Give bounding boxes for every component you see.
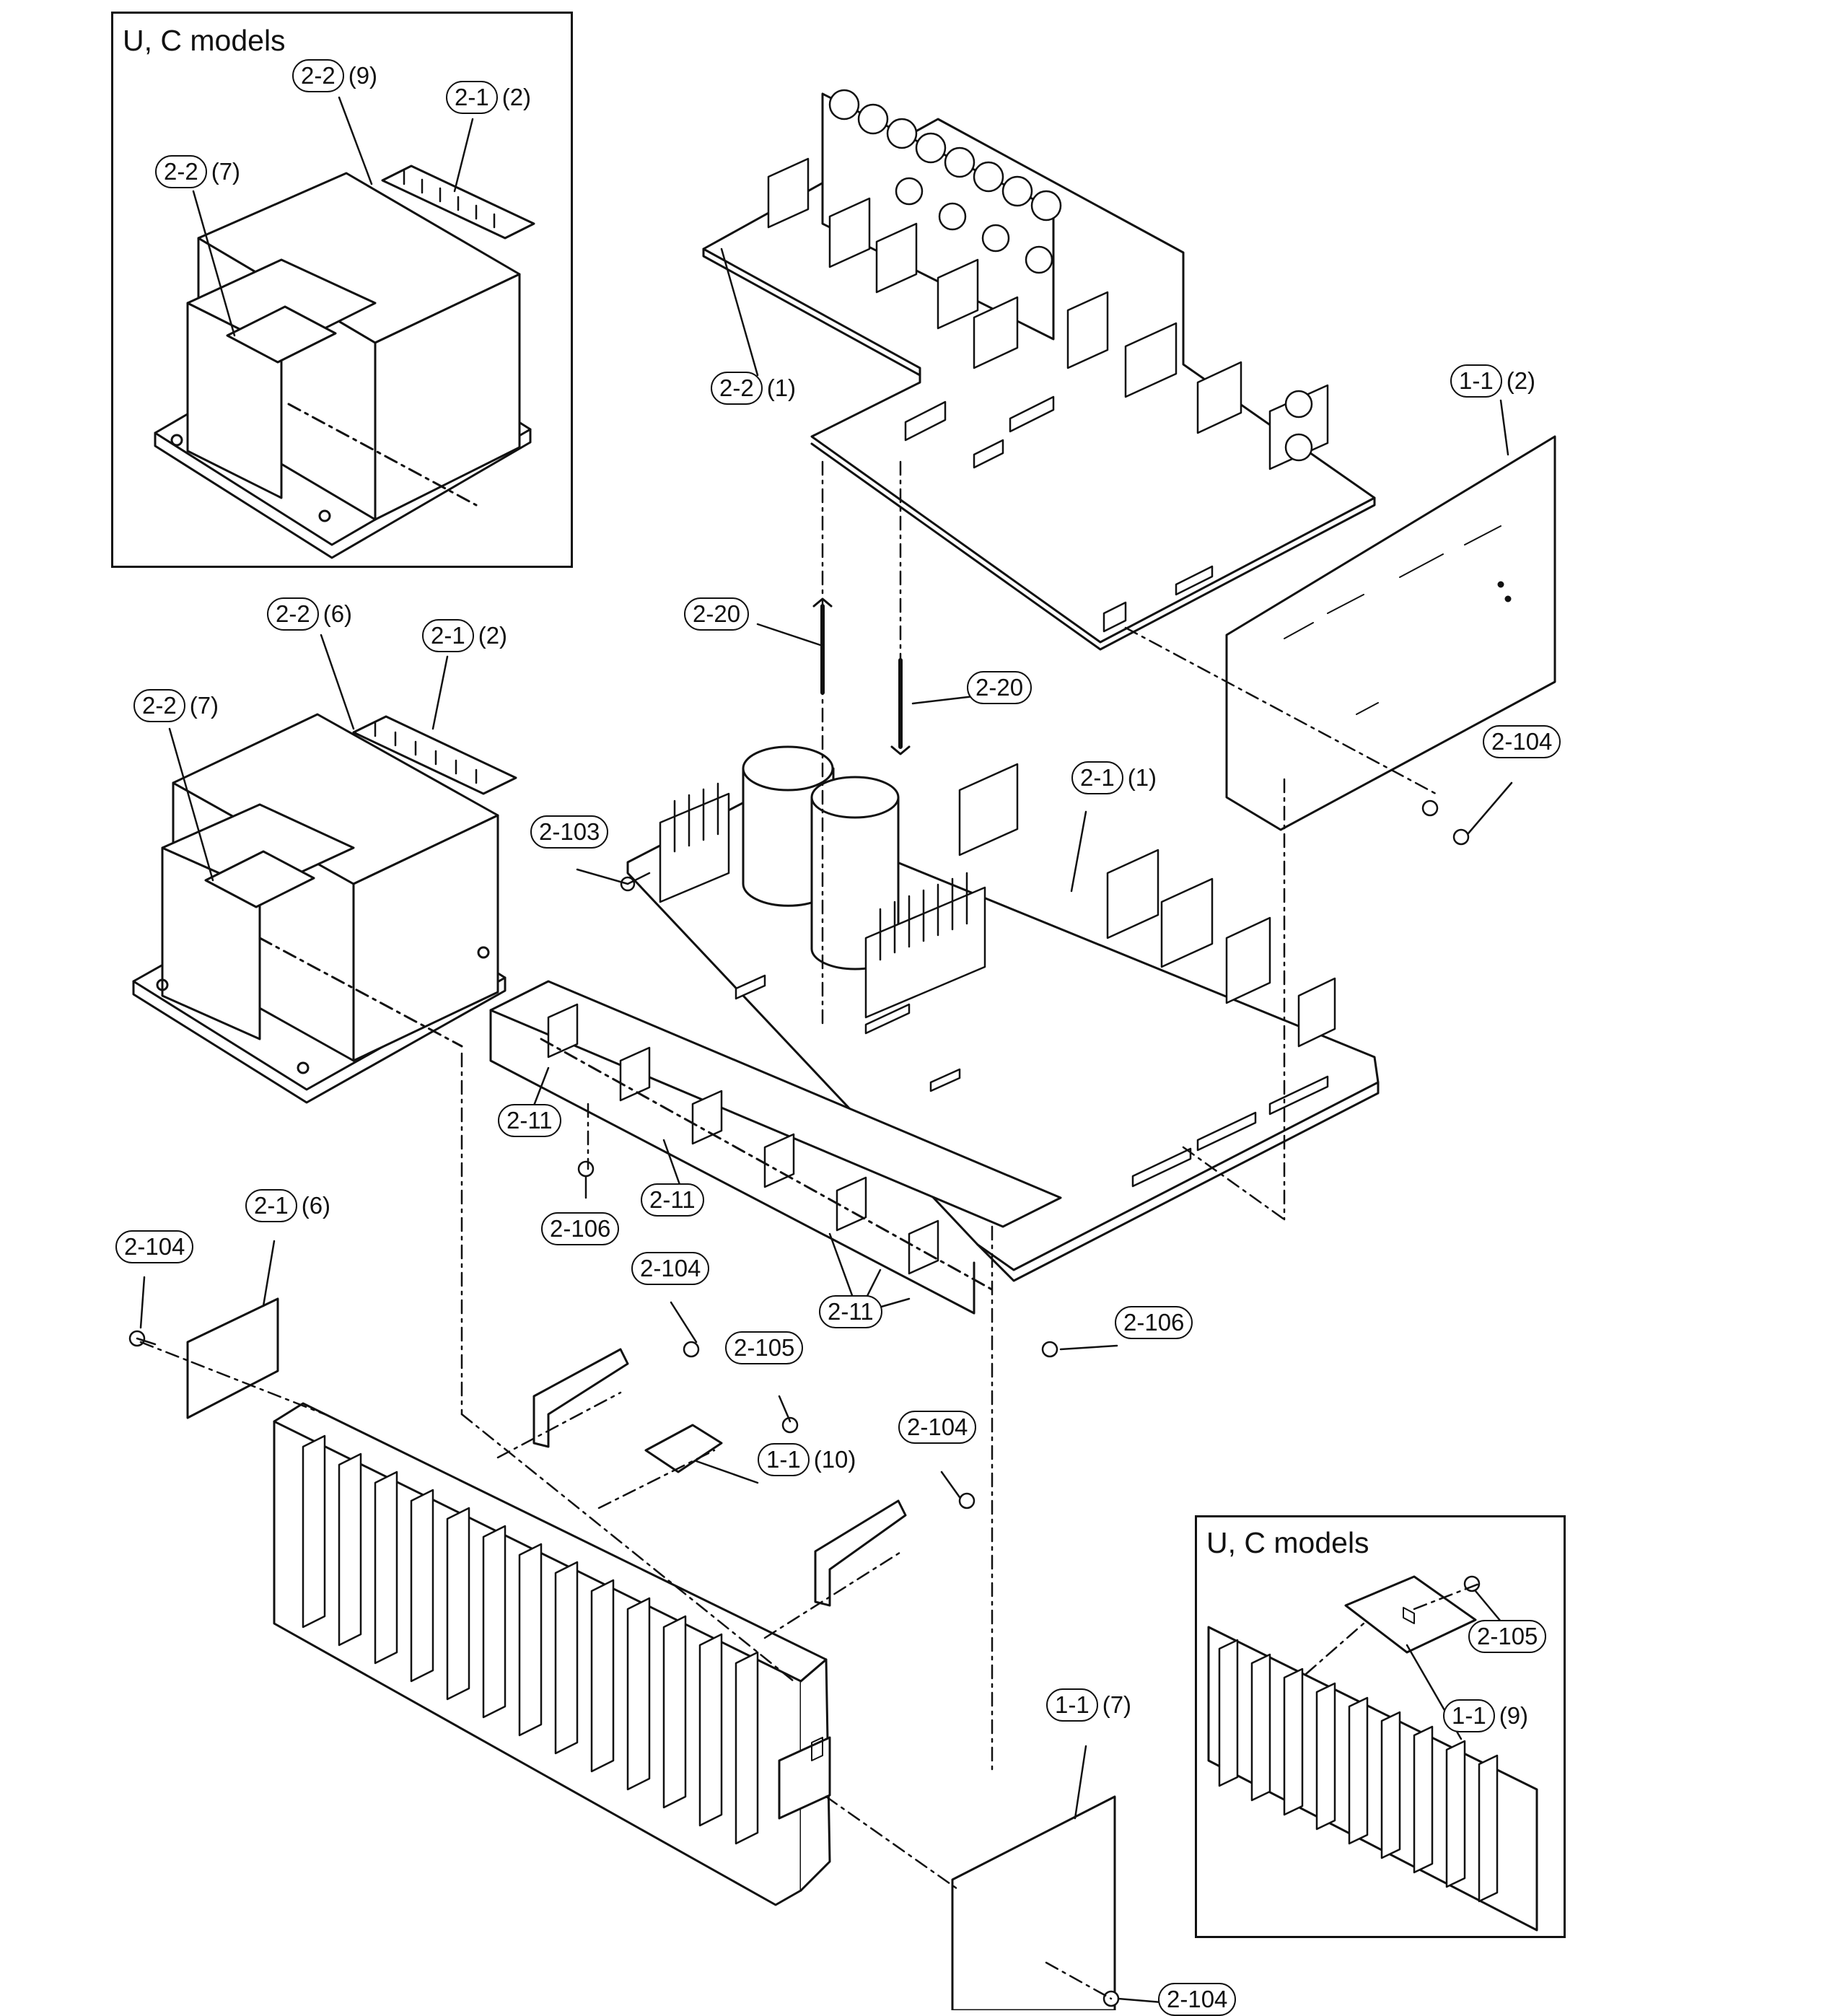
callout-1-1-10: 1-1 (10) (758, 1443, 856, 1476)
callout-2-11-b: 2-11 (641, 1183, 704, 1217)
part-ref: 2-106 (1115, 1306, 1193, 1339)
inset-title-bottom: U, C models (1206, 1526, 1369, 1559)
part-qty: (2) (478, 622, 508, 649)
inset-title-top: U, C models (123, 24, 286, 57)
transistor-strip (489, 980, 1062, 1315)
part-ref: 2-2 (711, 372, 763, 405)
part-ref: 2-11 (641, 1183, 704, 1217)
part-qty: (2) (1506, 367, 1536, 394)
part-ref: 2-105 (1468, 1620, 1547, 1653)
part-ref: 1-1 (1443, 1699, 1495, 1732)
callout-2-104-side-board: 2-104 (1483, 725, 1561, 758)
callout-1-1-9: 1-1 (9) (1443, 1699, 1528, 1732)
part-qty: (2) (501, 84, 532, 110)
side-circuit-board (1225, 435, 1556, 831)
callout-2-103: 2-103 (530, 815, 609, 849)
callout-2-11-c: 2-11 (819, 1295, 882, 1328)
heat-sink-uc-models (1207, 1575, 1538, 1932)
part-qty: (7) (211, 158, 241, 185)
part-ref: 2-1 (422, 619, 474, 652)
part-qty: (1) (1127, 764, 1157, 791)
part-qty: (6) (301, 1192, 331, 1219)
part-ref: 2-104 (115, 1230, 194, 1263)
part-ref: 2-103 (530, 815, 609, 849)
part-ref: 1-1 (1046, 1688, 1098, 1722)
part-ref: 2-104 (898, 1411, 977, 1444)
callout-2-20-left: 2-20 (684, 597, 750, 631)
part-ref: 2-1 (1071, 761, 1123, 794)
part-qty: (9) (1499, 1702, 1529, 1729)
callout-2-1-6: 2-1 (6) (245, 1189, 330, 1222)
part-ref: 1-1 (758, 1443, 810, 1476)
callout-2-1-1: 2-1 (1) (1071, 761, 1157, 794)
callout-2-104-bottom: 2-104 (1158, 1983, 1237, 2016)
callout-2-105: 2-105 (725, 1331, 804, 1364)
part-ref: 2-104 (1158, 1983, 1237, 2016)
part-ref: 2-2 (292, 59, 344, 92)
part-ref: 2-20 (967, 671, 1033, 704)
part-ref: 2-104 (631, 1252, 710, 1285)
part-ref: 1-1 (1450, 364, 1502, 398)
part-ref: 2-1 (245, 1189, 297, 1222)
callout-2-104-bracket: 2-104 (631, 1252, 710, 1285)
part-qty: (1) (766, 374, 797, 401)
part-ref: 2-2 (155, 155, 207, 188)
callout-2-104-right-bracket: 2-104 (898, 1411, 977, 1444)
part-ref: 2-20 (684, 597, 750, 631)
transformer-uc-models (154, 165, 535, 559)
part-qty: (7) (189, 692, 219, 719)
part-qty: (6) (323, 600, 353, 627)
part-ref: 2-2 (267, 597, 319, 631)
callout-2-105-inset: 2-105 (1468, 1620, 1547, 1653)
callout-2-2-6: 2-2 (6) (267, 597, 352, 631)
callout-2-2-7: 2-2 (7) (133, 689, 219, 722)
part-ref: 2-106 (541, 1212, 620, 1245)
part-qty: (9) (348, 62, 378, 89)
callout-2-20-right: 2-20 (967, 671, 1033, 704)
callout-2-2-7-inset: 2-2 (7) (155, 155, 240, 188)
callout-1-1-7: 1-1 (7) (1046, 1688, 1131, 1722)
inset-uc-models-bottom (1195, 1515, 1566, 1938)
part-ref: 2-11 (498, 1104, 561, 1137)
callout-2-1-2-inset: 2-1 (2) (446, 81, 531, 114)
assembly-guide-lines (139, 460, 1481, 2000)
callout-2-106-a: 2-106 (541, 1212, 620, 1245)
callout-2-11-a: 2-11 (498, 1104, 561, 1137)
screws (128, 799, 1481, 2007)
part-ref: 2-11 (819, 1295, 882, 1328)
heat-sink (273, 1402, 831, 1906)
part-qty: (10) (813, 1446, 856, 1473)
part-ref: 2-104 (1483, 725, 1561, 758)
part-qty: (7) (1102, 1691, 1132, 1718)
top-circuit-board (702, 89, 1376, 651)
callout-2-1-2: 2-1 (2) (422, 619, 507, 652)
callout-1-1-2: 1-1 (2) (1450, 364, 1535, 398)
part-ref: 2-2 (133, 689, 185, 722)
callout-2-2-9: 2-2 (9) (292, 59, 377, 92)
callout-2-2-1: 2-2 (1) (711, 372, 796, 405)
support-posts (812, 597, 911, 755)
inset-uc-models-top (111, 12, 573, 568)
callout-2-104-left: 2-104 (115, 1230, 194, 1263)
part-ref: 2-1 (446, 81, 498, 114)
transformer-main (132, 713, 517, 1104)
part-ref: 2-105 (725, 1331, 804, 1364)
callout-2-106-b: 2-106 (1115, 1306, 1193, 1339)
brackets (186, 1297, 1116, 2010)
